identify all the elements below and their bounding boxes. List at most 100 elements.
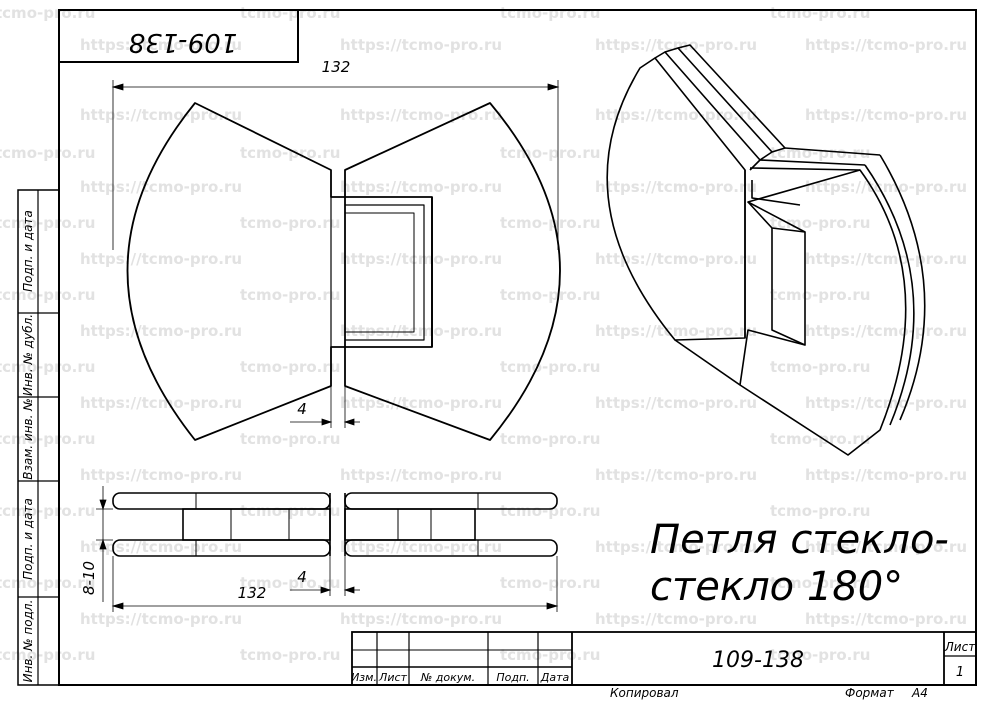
front-dimensions (111, 80, 560, 428)
watermark-text: https://tcmo-pro.ru (340, 538, 502, 556)
watermark-text: https://tcmo-pro.ru (340, 322, 502, 340)
watermark-text: https://tcmo-pro.ru (805, 178, 967, 196)
watermark-text: tcmo-pro.ru (770, 4, 870, 22)
drawing-title: Петля стекло- стекло 180° (650, 517, 949, 610)
copied-label: Копировал (610, 686, 679, 700)
col-podp: Подп. (496, 671, 529, 684)
title-block (351, 631, 977, 686)
watermark-text: https://tcmo-pro.ru (340, 394, 502, 412)
side-dimensions (96, 486, 559, 612)
format-value: А4 (911, 686, 928, 700)
watermark-text: tcmo-pro.ru (240, 502, 340, 520)
watermark-text: tcmo-pro.ru (770, 574, 870, 592)
title-line-2: стекло 180° (650, 564, 903, 610)
watermark-text: tcmo-pro.ru (500, 646, 600, 664)
watermark-text: https://tcmo-pro.ru (80, 178, 242, 196)
col-doc: № докум. (420, 671, 475, 684)
sheet-number: 1 (956, 665, 964, 680)
watermark-text: tcmo-pro.ru (0, 286, 95, 304)
watermark-text: https://tcmo-pro.ru (595, 538, 757, 556)
number-box-top: 109-138 (58, 9, 299, 63)
watermark-text: tcmo-pro.ru (770, 430, 870, 448)
margin-label: Подп. и дата (21, 210, 35, 292)
watermark-text: tcmo-pro.ru (240, 144, 340, 162)
watermark-text: https://tcmo-pro.ru (80, 610, 242, 628)
watermark-text: https://tcmo-pro.ru (80, 394, 242, 412)
watermark-text: https://tcmo-pro.ru (340, 610, 502, 628)
margin-label: Инв. № подл. (21, 600, 35, 683)
title-block-texts: Изм. Лист № докум. Подп. Дата 109-138 Ли… (351, 640, 976, 700)
watermark-text: tcmo-pro.ru (0, 358, 95, 376)
watermark-text: https://tcmo-pro.ru (340, 250, 502, 268)
watermark-text: tcmo-pro.ru (770, 646, 870, 664)
right-wing (344, 102, 561, 441)
watermark-text: https://tcmo-pro.ru (340, 466, 502, 484)
watermark-text: https://tcmo-pro.ru (80, 538, 242, 556)
watermark-text: tcmo-pro.ru (500, 502, 600, 520)
dim-thickness: 8-10 (80, 561, 98, 595)
watermark-text: tcmo-pro.ru (0, 502, 95, 520)
watermark-text: https://tcmo-pro.ru (595, 466, 757, 484)
watermark-text: tcmo-pro.ru (240, 358, 340, 376)
watermark-text: https://tcmo-pro.ru (595, 250, 757, 268)
watermark-text: https://tcmo-pro.ru (80, 466, 242, 484)
drawing-number: 109-138 (712, 648, 804, 673)
margin-label: Инв. № дубл. (21, 314, 35, 396)
watermark-text: https://tcmo-pro.ru (805, 466, 967, 484)
watermark-text: tcmo-pro.ru (240, 574, 340, 592)
watermark-layer: tcmo-pro.ru tcmo-pro.ru tcmo-pro.ru tcmo-pr… (0, 4, 967, 664)
margin-label: Подп. и дата (21, 498, 35, 580)
watermark-text: tcmo-pro.ru (500, 430, 600, 448)
watermark-text: tcmo-pro.ru (240, 286, 340, 304)
margin-label: Взам. инв. № (21, 398, 35, 479)
watermark-text: tcmo-pro.ru (0, 144, 95, 162)
col-date: Дата (540, 671, 570, 684)
watermark-text: tcmo-pro.ru (0, 4, 95, 22)
dim-width-top: 132 (322, 58, 351, 76)
watermark-text: tcmo-pro.ru (500, 286, 600, 304)
title-line-1: Петля стекло- (650, 517, 949, 563)
watermark-text: tcmo-pro.ru (770, 502, 870, 520)
watermark-text: tcmo-pro.ru (500, 358, 600, 376)
watermark-text: tcmo-pro.ru (240, 646, 340, 664)
watermark-text: https://tcmo-pro.ru (595, 322, 757, 340)
watermark-text: https://tcmo-pro.ru (80, 250, 242, 268)
watermark-text: tcmo-pro.ru (240, 214, 340, 232)
watermark-text: https://tcmo-pro.ru (805, 250, 967, 268)
watermark-text: tcmo-pro.ru (500, 4, 600, 22)
watermark-text: https://tcmo-pro.ru (595, 178, 757, 196)
col-list: Лист (378, 671, 407, 684)
hinge-side-view (112, 492, 558, 557)
watermark-text: https://tcmo-pro.ru (805, 394, 967, 412)
watermark-text: https://tcmo-pro.ru (805, 106, 967, 124)
watermark-text: tcmo-pro.ru (500, 214, 600, 232)
col-izm: Изм. (351, 671, 377, 684)
dim-gap-top: 4 (297, 400, 307, 418)
drawing-number-rotated: 109-138 (129, 27, 238, 57)
watermark-text: https://tcmo-pro.ru (805, 36, 967, 54)
watermark-text: tcmo-pro.ru (770, 286, 870, 304)
watermark-text: https://tcmo-pro.ru (805, 538, 967, 556)
watermark-text: tcmo-pro.ru (500, 574, 600, 592)
margin-labels: Подп. и дата Инв. № дубл. Взам. инв. № П… (21, 210, 35, 682)
watermark-text: tcmo-pro.ru (770, 358, 870, 376)
dim-width-bottom: 132 (238, 584, 267, 602)
watermark-text: https://tcmo-pro.ru (80, 106, 242, 124)
watermark-text: https://tcmo-pro.ru (80, 322, 242, 340)
hinge-front-view (126, 102, 561, 441)
watermark-text: https://tcmo-pro.ru (340, 178, 502, 196)
watermark-text: https://tcmo-pro.ru (595, 394, 757, 412)
watermark-text: https://tcmo-pro.ru (595, 610, 757, 628)
side-dimension-texts: 8-10 132 4 (80, 561, 307, 602)
format-label: Формат (845, 686, 895, 700)
sheet-label: Лист (944, 640, 976, 654)
watermark-text: https://tcmo-pro.ru (80, 36, 242, 54)
watermark-text: tcmo-pro.ru (0, 430, 95, 448)
watermark-text: https://tcmo-pro.ru (340, 106, 502, 124)
watermark-text: https://tcmo-pro.ru (805, 322, 967, 340)
watermark-text: https://tcmo-pro.ru (340, 36, 502, 54)
watermark-text: https://tcmo-pro.ru (805, 610, 967, 628)
watermark-text: tcmo-pro.ru (240, 430, 340, 448)
dim-gap-bottom: 4 (297, 568, 307, 586)
